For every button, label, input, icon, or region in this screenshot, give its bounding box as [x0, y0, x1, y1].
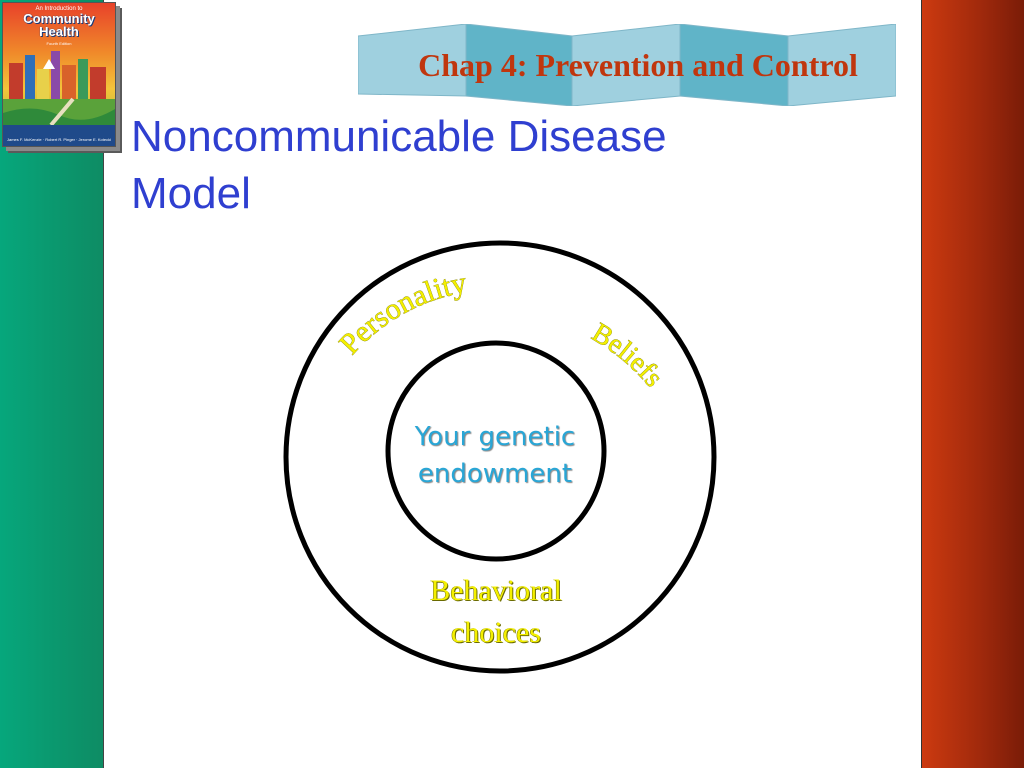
book-title: An Introduction to Community Health	[3, 6, 115, 38]
outer-label-beliefs: Beliefs	[586, 317, 668, 393]
inner-circle	[385, 340, 607, 562]
book-edition: Fourth Edition	[46, 41, 72, 46]
slide-title-line2: Model	[131, 169, 251, 218]
behavioral-line2: choices	[451, 616, 541, 649]
right-decor-bar	[921, 0, 1024, 768]
slide-title: Noncommunicable Disease Model	[131, 108, 831, 222]
book-title-line2: Community	[23, 11, 95, 26]
book-authors: James F. McKenzie · Robert R. Pinger · J…	[6, 137, 112, 142]
outer-label-personality: Personality	[333, 266, 469, 360]
chapter-label: Chap 4: Prevention and Control	[418, 47, 858, 83]
behavioral-line1: Behavioral	[430, 574, 562, 607]
book-title-line3: Health	[39, 24, 79, 39]
center-label-line2: endowment	[417, 459, 573, 489]
book-cover-image: An Introduction to Community Health Four…	[2, 2, 116, 147]
center-label: Your genetic endowment	[380, 419, 610, 493]
outer-label-behavioral-choices: Behavioral choices	[380, 570, 612, 654]
chapter-banner-ribbon	[358, 24, 896, 106]
book-cover-artwork	[3, 3, 115, 146]
outer-ring	[283, 240, 717, 674]
slide-title-line1: Noncommunicable Disease	[131, 112, 667, 161]
book-title-line1: An Introduction to	[35, 6, 83, 12]
center-label-line1: Your genetic	[414, 422, 576, 452]
